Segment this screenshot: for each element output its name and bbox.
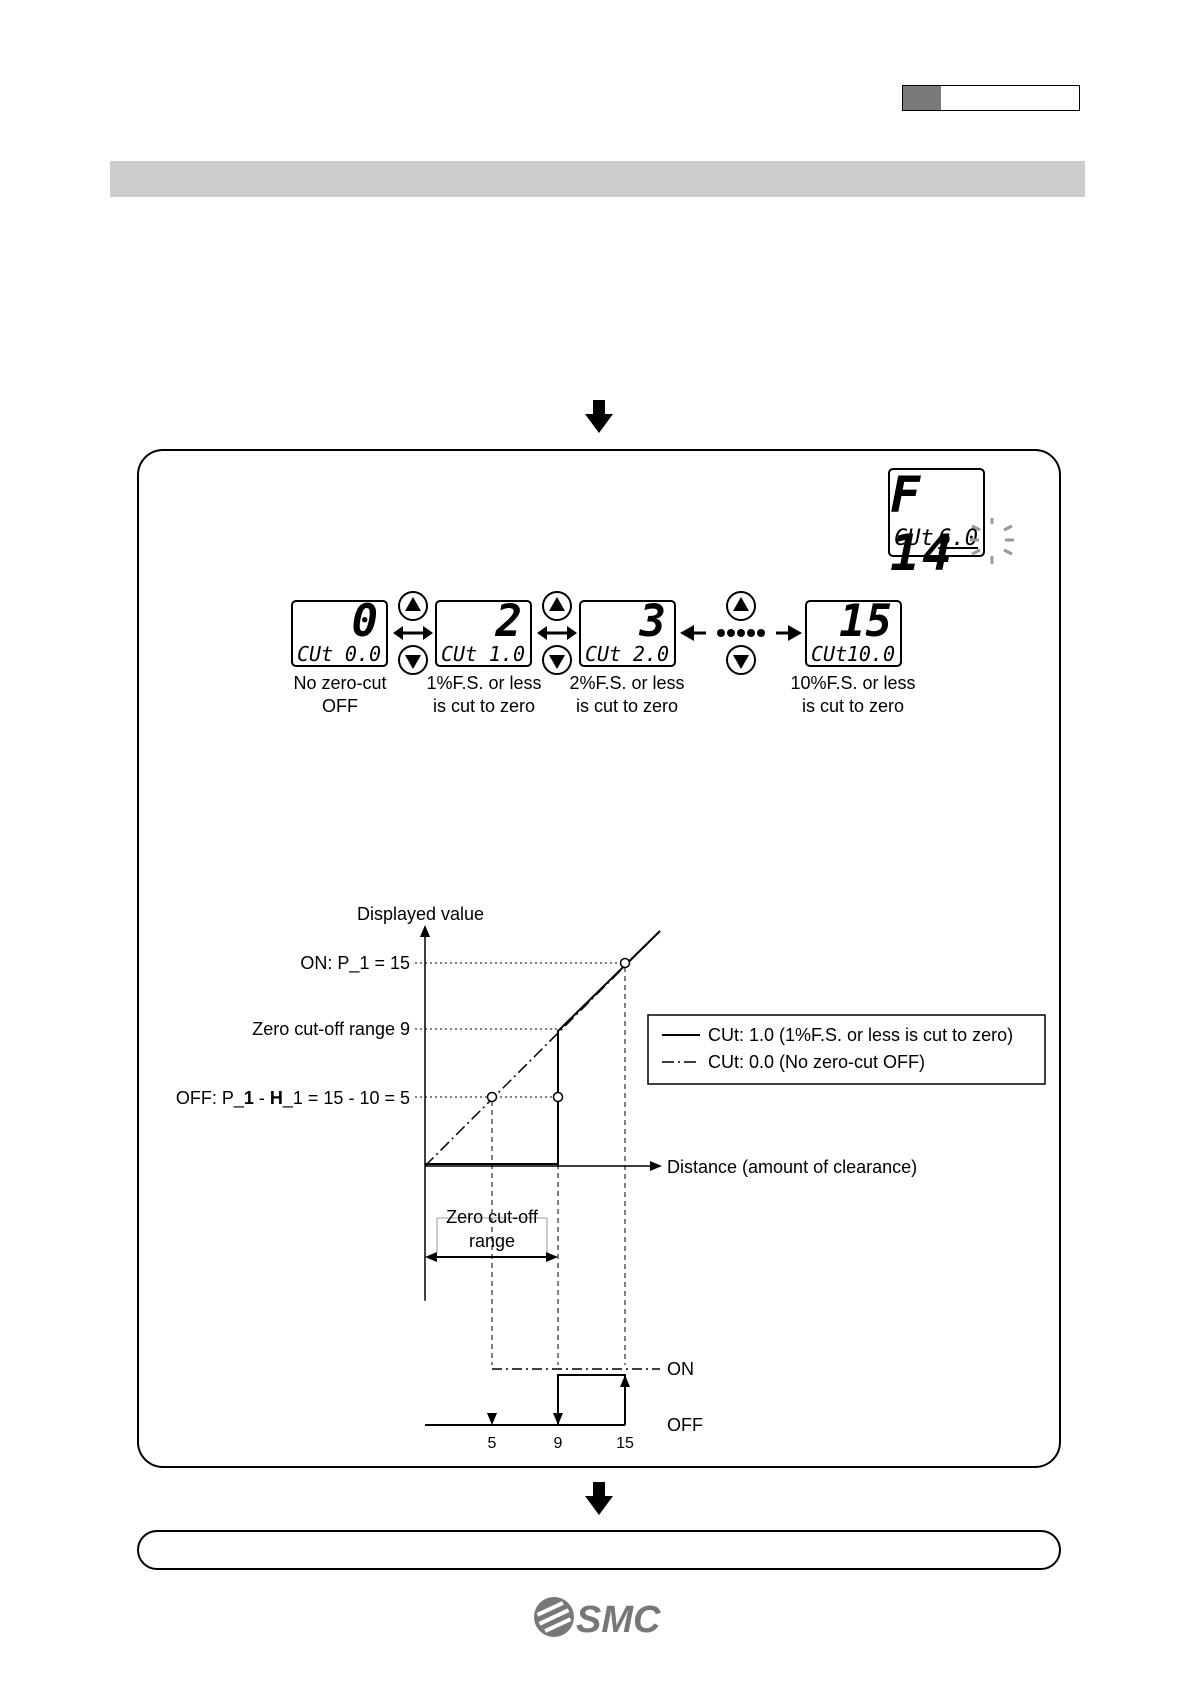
label-zero-range: Zero cut-off range 9 [252, 1019, 410, 1039]
range-arrow-left-icon [425, 1252, 437, 1262]
lcd-sub-value: 2.0 [632, 642, 669, 666]
label-on: ON: P_1 = 15 [300, 953, 410, 974]
caption-display-2: 1%F.S. or less is cut to zero [414, 672, 554, 718]
lcd-display-0: 0 CUt 0.0 [291, 596, 388, 667]
caption-line-1: 2%F.S. or less [569, 673, 685, 693]
lcd-sub-label: CUt [297, 642, 334, 666]
lcd-main-value: F 14 [890, 466, 955, 582]
lcd-sub-label: CUt [811, 642, 848, 666]
lcd-sub-label: CUt [894, 526, 934, 551]
lcd-sub-label: CUt [585, 642, 622, 666]
flow-arrow-down-icon [585, 400, 613, 433]
header-tab-fill [903, 86, 941, 110]
x-axis-label: Distance (amount of clearance) [667, 1157, 917, 1177]
range-label-line-1: Zero cut-off [446, 1207, 539, 1227]
lcd-sub-value: 10.0 [846, 642, 895, 666]
caption-line-1: 10%F.S. or less [790, 673, 916, 693]
smc-logo-icon: SMC [534, 1597, 661, 1641]
lcd-main-value: 15 [839, 596, 892, 647]
header-tab-box [902, 85, 1080, 111]
output-solid-pulse [557, 1374, 626, 1425]
caption-display-15: 10%F.S. or less is cut to zero [778, 672, 928, 718]
output-off-label: OFF [667, 1415, 703, 1435]
x-axis-arrow-icon [650, 1161, 662, 1171]
lcd-main-value: 3 [639, 596, 667, 647]
tick-15: 15 [616, 1435, 634, 1452]
caption-display-0: No zero-cut OFF [280, 672, 400, 718]
up-down-buttons-3[interactable] [678, 590, 804, 680]
output-arrow-15-icon [620, 1375, 630, 1387]
caption-display-3: 2%F.S. or less is cut to zero [557, 672, 697, 718]
caption-line-2: is cut to zero [432, 696, 536, 716]
double-arrow-icon [393, 626, 433, 640]
series-no-zero-cut [424, 930, 661, 1167]
up-down-buttons-2[interactable] [535, 590, 579, 680]
lcd-main-value: 0 [351, 596, 379, 647]
caption-line-1: No zero-cut [293, 673, 387, 693]
marker-on-point [619, 957, 631, 969]
logo-text: SMC [576, 1599, 661, 1641]
y-axis-label: Displayed value [357, 904, 484, 924]
lcd-display-2: 2 CUt 1.0 [435, 596, 532, 667]
output-on-label: ON [667, 1359, 694, 1379]
lcd-main-value: 2 [495, 596, 523, 647]
caption-line-2: OFF [322, 696, 358, 716]
next-step-frame [137, 1530, 1061, 1570]
output-arrow-5-icon [487, 1413, 497, 1425]
tick-5: 5 [488, 1435, 497, 1452]
lcd-display-3: 3 CUt 2.0 [579, 596, 676, 667]
lcd-sub-value: 0.0 [344, 642, 381, 666]
flow-arrow-down-icon [585, 1482, 613, 1515]
lcd-display-f14: F 14 CUt 6.0 [888, 466, 985, 582]
tick-9: 9 [554, 1435, 563, 1452]
double-arrow-icon [537, 626, 577, 640]
output-arrow-9-icon [553, 1413, 563, 1425]
lcd-sub-value: 1.0 [488, 642, 525, 666]
dotted-double-arrow-icon [680, 625, 802, 641]
range-arrow-right-icon [546, 1252, 558, 1262]
range-label-line-2: range [469, 1231, 515, 1251]
lcd-display-15: 15 CUt 10.0 [805, 596, 902, 667]
caption-line-2: is cut to zero [575, 696, 679, 716]
label-off: OFF: P_1 - H_1 = 15 - 10 = 5 [176, 1088, 410, 1109]
marker-off-cut-point [552, 1091, 564, 1103]
marker-off-point [486, 1091, 498, 1103]
zero-cut-graph: Displayed value Distance (amount of clea… [176, 904, 1046, 1452]
legend-box [647, 1014, 1046, 1085]
legend-solid-label: CUt: 1.0 (1%F.S. or less is cut to zero) [708, 1025, 1013, 1045]
y-axis-arrow-icon [420, 925, 430, 937]
blink-indicator-icon [970, 518, 1014, 564]
up-down-buttons-1[interactable] [391, 590, 435, 680]
section-title-bar [110, 161, 1085, 197]
caption-line-1: 1%F.S. or less [426, 673, 542, 693]
lcd-sub-label: CUt [441, 642, 478, 666]
setting-frame [137, 449, 1061, 1468]
legend-dashdot-label: CUt: 0.0 (No zero-cut OFF) [708, 1052, 925, 1072]
caption-line-2: is cut to zero [801, 696, 905, 716]
